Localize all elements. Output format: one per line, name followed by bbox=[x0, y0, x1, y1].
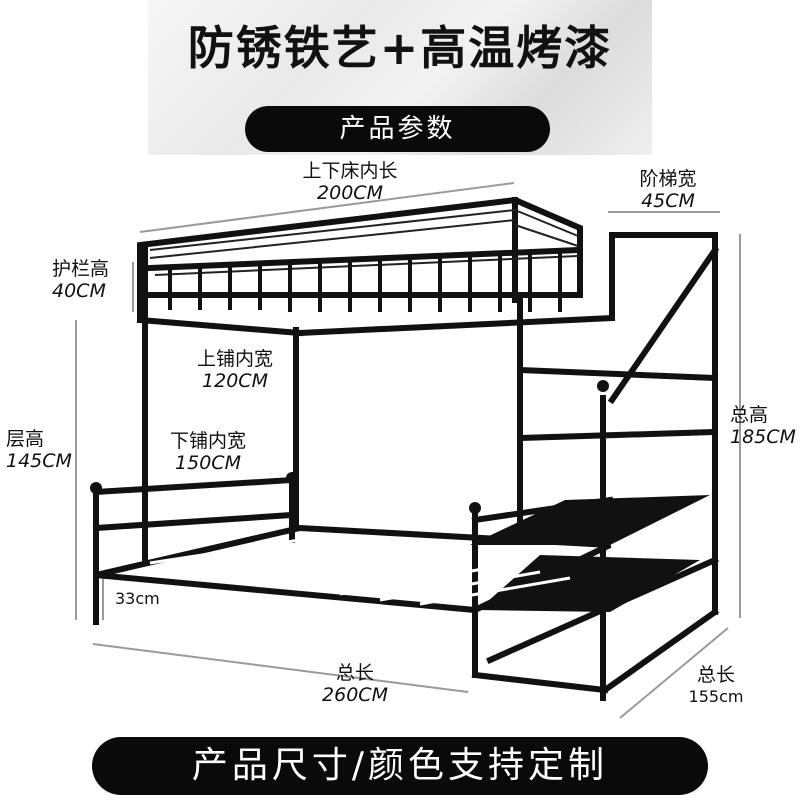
total-depth-label: 总长 155cm bbox=[686, 664, 746, 708]
lower-width-label: 下铺内宽 150CM bbox=[158, 430, 258, 474]
total-height-value: 185CM bbox=[730, 426, 796, 448]
headline: 防锈铁艺+高温烤漆 bbox=[187, 21, 613, 75]
total-depth-title: 总长 bbox=[696, 664, 735, 686]
inner-length-value: 200CM bbox=[317, 182, 383, 204]
guardrail-mesh bbox=[149, 209, 579, 276]
dimension-lines bbox=[75, 182, 741, 719]
stair-width-title: 阶梯宽 bbox=[639, 168, 697, 190]
upper-width-value: 120CM bbox=[202, 370, 268, 392]
inner-length-title: 上下床内长 bbox=[302, 160, 398, 182]
layer-height-label: 层高 145CM bbox=[6, 428, 72, 472]
post-finials bbox=[90, 380, 609, 514]
inner-length-label: 上下床内长 200CM bbox=[280, 160, 420, 204]
stair-width-value: 45CM bbox=[641, 190, 695, 212]
rail-height-label: 护栏高 40CM bbox=[52, 258, 109, 302]
section-title-pill: 产品参数 bbox=[245, 106, 550, 152]
total-length-label: 总长 260CM bbox=[310, 662, 400, 706]
bed-slats bbox=[149, 538, 571, 606]
stair-width-label: 阶梯宽 45CM bbox=[628, 168, 708, 212]
clearance-value: 33cm bbox=[115, 589, 160, 608]
total-depth-value: 155cm bbox=[688, 687, 744, 706]
customization-banner: 产品尺寸/颜色支持定制 bbox=[92, 737, 708, 795]
lower-width-value: 150CM bbox=[175, 452, 241, 474]
rail-height-value: 40CM bbox=[52, 280, 106, 302]
lower-width-title: 下铺内宽 bbox=[169, 430, 246, 452]
upper-width-title: 上铺内宽 bbox=[196, 348, 273, 370]
layer-height-value: 145CM bbox=[6, 450, 72, 472]
total-length-title: 总长 bbox=[335, 662, 374, 684]
layer-height-title: 层高 bbox=[6, 428, 45, 450]
total-height-label: 总高 185CM bbox=[730, 404, 796, 448]
guardrail-bars bbox=[168, 252, 562, 312]
total-length-value: 260CM bbox=[322, 684, 388, 706]
upper-width-label: 上铺内宽 120CM bbox=[185, 348, 285, 392]
rail-height-title: 护栏高 bbox=[52, 258, 110, 280]
total-height-title: 总高 bbox=[730, 404, 769, 426]
stair-steps bbox=[470, 495, 710, 612]
bed-frame bbox=[92, 196, 720, 701]
